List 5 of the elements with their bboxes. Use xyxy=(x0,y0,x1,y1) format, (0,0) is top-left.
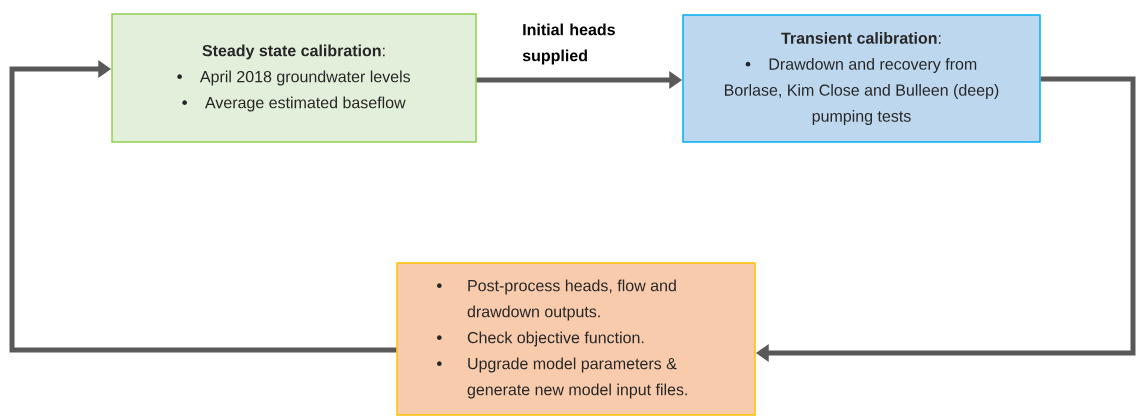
process-box: Transient calibration: Drawdown and recovery from Borlase, Kim Close and Bulleen (deep) pumping tests xyxy=(682,14,1041,143)
process-box: Steady state calibration: April 2018 groundwater levels Average estimated baseflow xyxy=(111,13,477,143)
process-box: Post-process heads, flow and drawdown outputs. Check objective function. Upgrade model parameters & generate new model input files. xyxy=(396,262,756,416)
edge-label: Initial heads supplied xyxy=(522,23,615,65)
arrow xyxy=(9,60,397,353)
